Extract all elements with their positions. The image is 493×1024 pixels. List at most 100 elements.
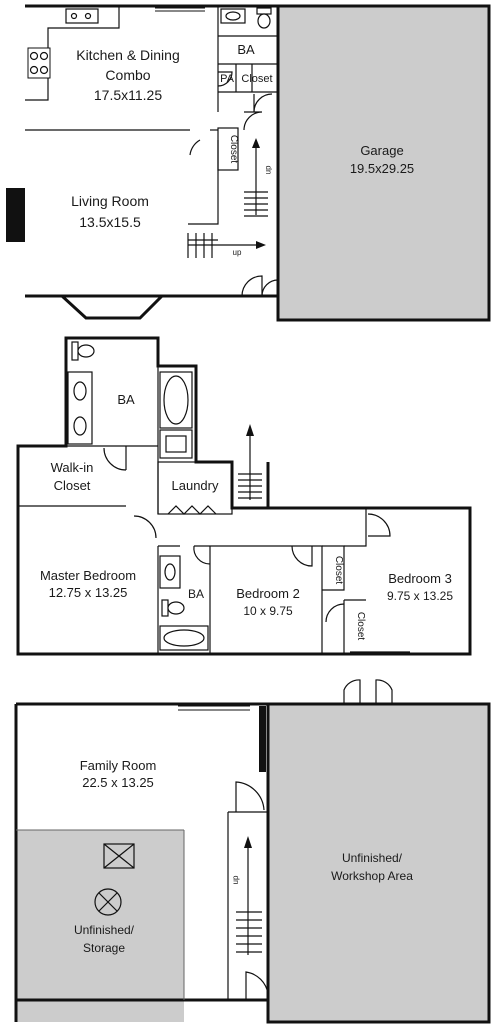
toilet-tank: [256, 7, 272, 15]
kitchen-label-2: Combo: [105, 67, 150, 83]
door-swing: [241, 275, 263, 297]
door-swing: [103, 447, 127, 471]
master-label: Master Bedroom: [40, 568, 136, 583]
door-swing: [189, 139, 201, 156]
vanity-sink: [73, 416, 87, 436]
family-label: Family Room: [80, 758, 157, 773]
shower-inner: [165, 435, 187, 453]
utility-box-x: [103, 843, 135, 869]
living-size: 13.5x15.5: [79, 214, 141, 230]
stair-wall: [227, 811, 268, 1000]
storage-area: [16, 830, 184, 1022]
living-label: Living Room: [71, 193, 149, 209]
door-swing: [193, 545, 211, 565]
closet-label-f2-b: Closet: [355, 612, 366, 641]
toilet-tank: [71, 341, 79, 361]
door-swing: [235, 781, 265, 812]
stairs-f2: [238, 424, 262, 500]
stair-dn-label: dn: [264, 166, 273, 175]
tub-basin: [163, 629, 205, 647]
door-swing: [291, 545, 313, 567]
garage-area: [276, 4, 491, 322]
floor-2: BA Walk-in Closet Laundry Master Bedroom…: [16, 336, 472, 656]
toilet-bowl: [167, 601, 185, 615]
stove-burner: [29, 51, 39, 61]
toilet-sink: [220, 8, 246, 24]
garage-label: Garage: [360, 143, 403, 158]
kitchen-sink: [65, 8, 99, 24]
bedroom3-wall: [344, 508, 367, 547]
bedroom3-size: 9.75 x 13.25: [387, 589, 453, 603]
laundry-label: Laundry: [172, 478, 219, 493]
walkin-label: Walk-in: [51, 460, 94, 475]
closet-walls: [322, 545, 366, 654]
door-swing: [367, 513, 391, 537]
floor-1: Kitchen & Dining Combo 17.5x11.25 Living…: [6, 4, 491, 322]
vanity: [159, 555, 181, 589]
closet-label-f1-a: Closet: [241, 73, 272, 85]
closet-label-f1-b: Closet: [228, 135, 239, 164]
floor1-outline: [25, 4, 280, 320]
core-wall: [188, 6, 219, 225]
laundry-room: [157, 461, 233, 515]
master-size: 12.75 x 13.25: [49, 585, 128, 600]
storage-label: Unfinished/: [74, 923, 135, 937]
ba-label-master: BA: [117, 392, 135, 407]
french-doors: [343, 679, 393, 704]
utility-box: [103, 843, 135, 869]
utility-circle: [94, 888, 122, 916]
door-swing: [245, 971, 269, 1000]
toilet-bowl: [257, 13, 271, 29]
stair-up-label: up: [233, 248, 242, 257]
floor-3: Family Room 22.5 x 13.25 Unfinished/ Sto…: [14, 679, 491, 1024]
stairs-f1: [187, 138, 268, 258]
ba-label-hall: BA: [188, 587, 204, 601]
stair-up-label-f3: up: [231, 875, 240, 884]
kitchen-counter: [25, 6, 120, 101]
utility-circle-x: [98, 892, 118, 912]
shower: [159, 429, 193, 459]
sink-tap: [84, 12, 92, 20]
kitchen-size: 17.5x11.25: [94, 87, 162, 103]
door-swing: [133, 515, 157, 539]
stove-burner: [39, 65, 49, 75]
stove: [27, 47, 51, 79]
door-swing: [217, 71, 233, 87]
laundry-doors: [167, 505, 217, 515]
stairs-f3: [236, 836, 262, 955]
kitchen-label: Kitchen & Dining: [76, 47, 180, 63]
floor2-outline: [16, 336, 472, 656]
workshop-label-2: Workshop Area: [331, 869, 413, 883]
pa-label: PA: [220, 73, 235, 85]
tub-basin: [163, 375, 189, 425]
bathtub: [159, 371, 193, 429]
vanity-sink: [164, 563, 176, 581]
workshop-area: [266, 702, 491, 1024]
stove-burner: [39, 51, 49, 61]
hall-bath-walls: [157, 545, 211, 654]
closet-label-f2-a: Closet: [333, 556, 344, 585]
toilet-tank: [161, 599, 169, 617]
door-swing: [261, 279, 279, 297]
family-size: 22.5 x 13.25: [82, 775, 154, 790]
garage-size: 19.5x29.25: [350, 161, 414, 176]
bedroom2-size: 10 x 9.75: [243, 604, 293, 618]
bedroom2-label: Bedroom 2: [236, 586, 300, 601]
ba-label-f1: BA: [237, 42, 255, 57]
bath-block: [218, 35, 278, 93]
wall-segment: [259, 706, 266, 772]
door-swing: [325, 603, 345, 623]
walkin-label-2: Closet: [54, 478, 91, 493]
sink-tap: [70, 12, 78, 20]
bedroom3-label: Bedroom 3: [388, 571, 452, 586]
toilet-bowl: [77, 344, 95, 358]
door-swing: [253, 93, 273, 113]
storage-label-2: Storage: [83, 941, 125, 955]
closet-f1: [217, 127, 239, 171]
fireplace: [6, 188, 25, 242]
double-vanity: [67, 371, 93, 445]
vanity-sink: [73, 381, 87, 401]
sink-bowl: [225, 11, 241, 21]
workshop-label: Unfinished/: [342, 851, 403, 865]
